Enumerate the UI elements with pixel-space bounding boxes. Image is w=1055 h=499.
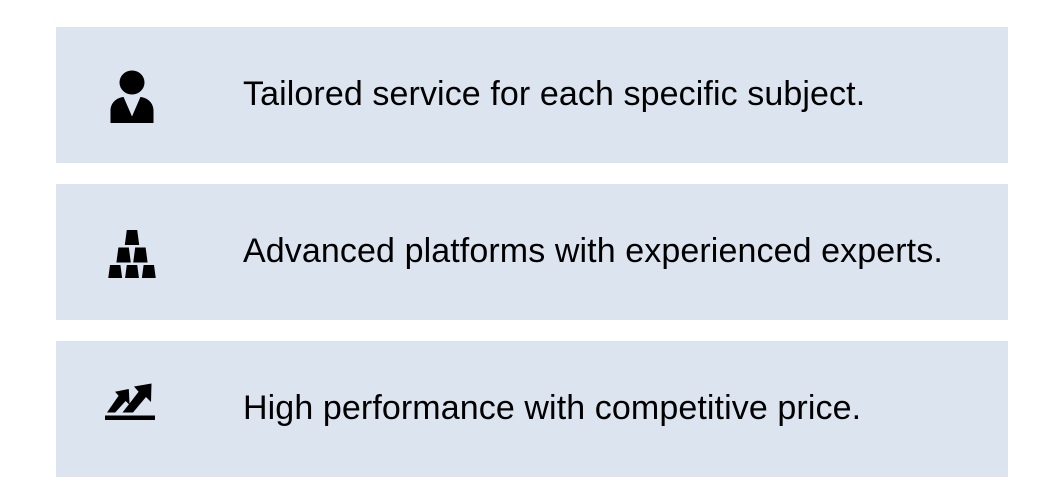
feature-row: High performance with competitive price.	[56, 341, 1008, 477]
feature-label: Advanced platforms with experienced expe…	[243, 232, 943, 271]
person-icon	[108, 69, 156, 123]
feature-row: Advanced platforms with experienced expe…	[56, 184, 1008, 320]
feature-icon-slot	[72, 382, 192, 433]
feature-icon-slot	[72, 226, 192, 278]
feature-row: Tailored service for each specific subje…	[56, 27, 1008, 163]
pyramid-bars-icon	[106, 226, 158, 278]
growth-arrows-icon	[105, 382, 159, 430]
feature-icon-slot	[72, 68, 192, 123]
feature-list: Tailored service for each specific subje…	[56, 27, 1008, 477]
feature-label: High performance with competitive price.	[243, 389, 862, 428]
feature-label: Tailored service for each specific subje…	[243, 75, 866, 114]
